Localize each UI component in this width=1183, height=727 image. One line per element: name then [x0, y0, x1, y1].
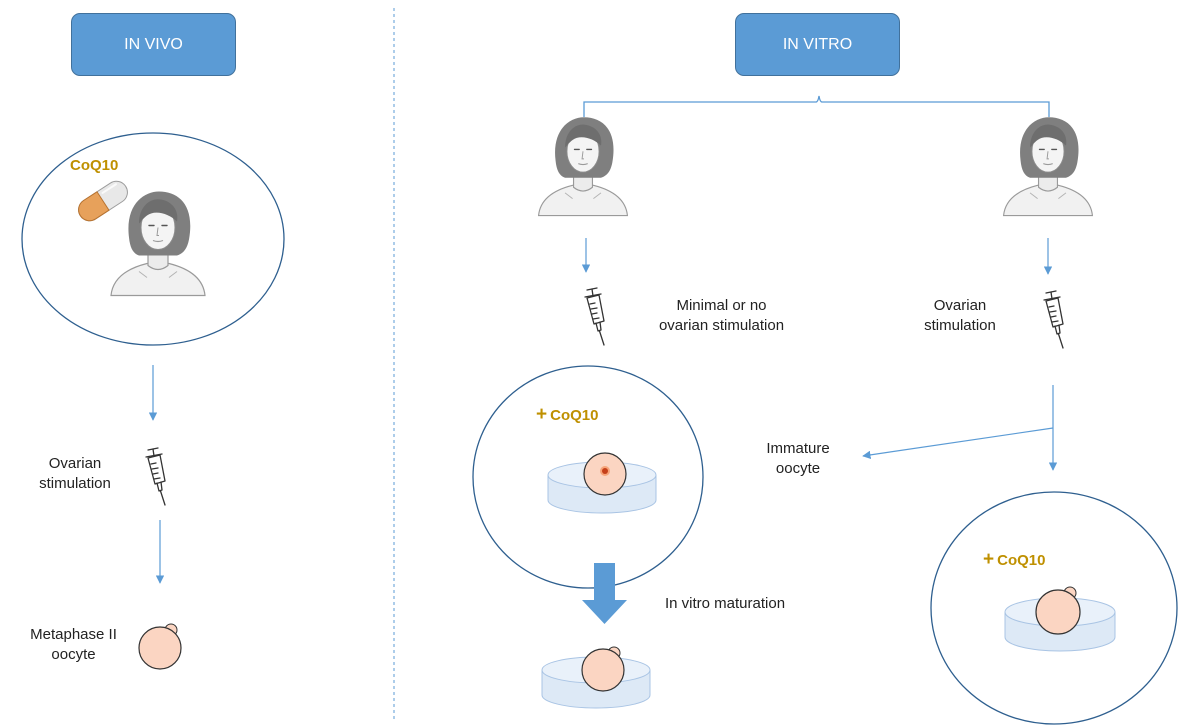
in-vivo-stimulation-label: Ovarian stimulation [39, 455, 111, 492]
in-vivo-header-label: IN VIVO [124, 35, 183, 53]
right-coq10-label: +CoQ10 [983, 549, 1046, 570]
in-vivo-header: IN VIVO [71, 13, 236, 76]
maturation-arrow [582, 563, 627, 624]
right-culture-circle [930, 491, 1178, 725]
in-vivo-oocyte-icon [138, 623, 182, 670]
right-stimulation-label: Ovarian stimulation [924, 297, 996, 334]
left-culture-circle [472, 365, 704, 589]
left-coq10-label: +CoQ10 [536, 404, 599, 425]
mature-oocyte-icon [581, 646, 625, 692]
in-vitro-maturation-label: In vitro maturation [665, 595, 786, 612]
metaphase-ii-oocyte-label: Metaphase II oocyte [30, 626, 117, 663]
in-vitro-bracket [583, 95, 1050, 117]
left-woman-icon [537, 116, 629, 217]
minimal-stimulation-label: Minimal or no ovarian stimulation [658, 297, 785, 334]
right-woman-icon [1002, 116, 1094, 217]
in-vivo-patient-circle [21, 132, 285, 346]
in-vitro-header: IN VITRO [735, 13, 900, 76]
immature-oocyte-label: Immature oocyte [766, 440, 830, 477]
capsule-icon [78, 180, 128, 222]
in-vitro-header-label: IN VITRO [782, 35, 853, 53]
in-vivo-syringe-icon [145, 447, 166, 506]
left-syringe-icon [584, 287, 605, 346]
arrow-to-immature [862, 427, 1054, 460]
in-vivo-woman-icon [110, 190, 206, 297]
right-syringe-icon [1043, 290, 1064, 349]
in-vivo-coq10-label: CoQ10 [70, 157, 119, 174]
immature-oocyte-icon [583, 452, 627, 496]
right-oocyte-icon [1035, 586, 1081, 635]
